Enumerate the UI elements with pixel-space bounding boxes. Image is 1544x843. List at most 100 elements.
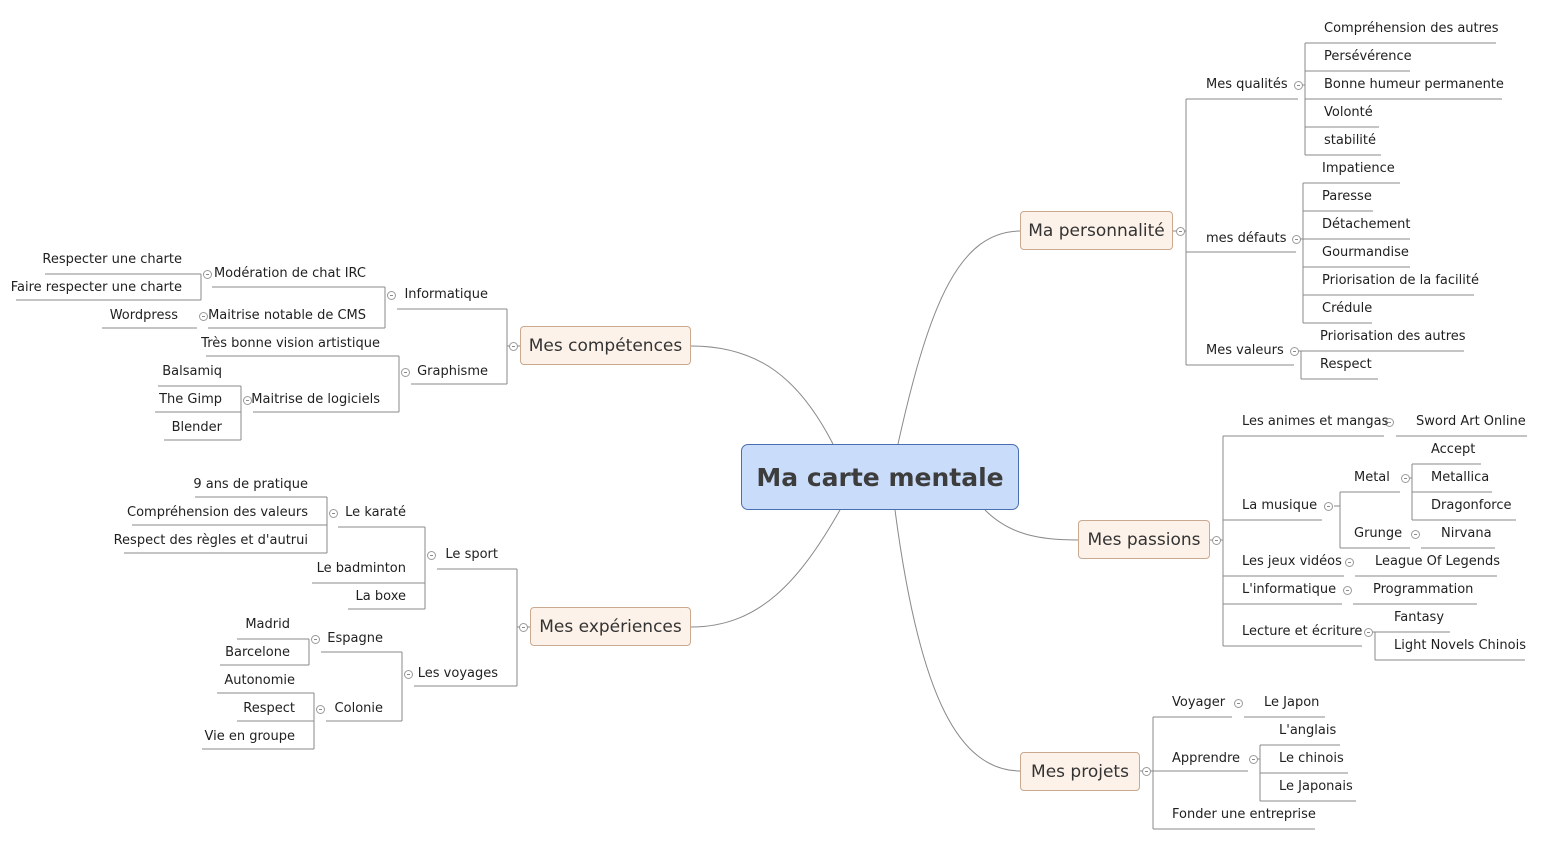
- subtopic-la-boxe[interactable]: La boxe: [355, 589, 406, 604]
- leaf-jeu[interactable]: League Of Legends: [1375, 554, 1501, 569]
- collapse-toggle-icon[interactable]: [1176, 227, 1185, 236]
- leaf-qualite[interactable]: Compréhension des autres: [1324, 21, 1499, 36]
- collapse-toggle-icon[interactable]: [1234, 699, 1243, 708]
- subtopic-apprendre[interactable]: Apprendre: [1172, 751, 1241, 766]
- leaf-logiciel[interactable]: Balsamiq: [162, 364, 222, 379]
- leaf-metal-band[interactable]: Accept: [1431, 442, 1476, 457]
- leaf-grunge-band[interactable]: Nirvana: [1441, 526, 1492, 541]
- collapse-toggle-icon[interactable]: [243, 396, 252, 405]
- collapse-toggle-icon[interactable]: [387, 291, 396, 300]
- collapse-toggle-icon[interactable]: [316, 705, 325, 714]
- subtopic-metal[interactable]: Metal: [1354, 470, 1390, 485]
- collapse-toggle-icon[interactable]: [509, 342, 518, 351]
- topic-ma-personnalite[interactable]: Ma personnalité: [1020, 211, 1173, 250]
- subtopic-mes-defauts[interactable]: mes défauts: [1206, 231, 1287, 246]
- leaf-colonie[interactable]: Autonomie: [224, 673, 295, 688]
- leaf-logiciel[interactable]: The Gimp: [159, 392, 222, 407]
- leaf-defaut[interactable]: Impatience: [1322, 161, 1395, 176]
- collapse-toggle-icon[interactable]: [1294, 81, 1303, 90]
- subtopic-lecture-ecriture[interactable]: Lecture et écriture: [1242, 624, 1363, 639]
- subtopic-maitrise-logiciels[interactable]: Maitrise de logiciels: [251, 392, 380, 407]
- connector-center-experiences: [690, 509, 841, 628]
- leaf-valeur[interactable]: Priorisation des autres: [1320, 329, 1466, 344]
- subtopic-informatique[interactable]: L'informatique: [1242, 582, 1337, 597]
- subtopic-voyager[interactable]: Voyager: [1172, 695, 1226, 710]
- collapse-toggle-icon[interactable]: [401, 368, 410, 377]
- collapse-toggle-icon[interactable]: [203, 270, 212, 279]
- leaf-espagne[interactable]: Barcelone: [225, 645, 290, 660]
- leaf-metal-band[interactable]: Dragonforce: [1431, 498, 1512, 513]
- subtopic-mes-qualites[interactable]: Mes qualités: [1206, 77, 1288, 92]
- leaf-informatique[interactable]: Programmation: [1373, 582, 1474, 597]
- subtopic-mes-valeurs[interactable]: Mes valeurs: [1206, 343, 1284, 358]
- leaf-defaut[interactable]: Paresse: [1322, 189, 1372, 204]
- subtopic-le-sport[interactable]: Le sport: [445, 547, 498, 562]
- subtopic-informatique-competence[interactable]: Informatique: [404, 287, 488, 302]
- leaf-anime[interactable]: Sword Art Online: [1416, 414, 1526, 429]
- subtopic-colonie[interactable]: Colonie: [334, 701, 383, 716]
- leaf-logiciel[interactable]: Blender: [171, 420, 222, 435]
- leaf-defaut[interactable]: Gourmandise: [1322, 245, 1409, 260]
- collapse-toggle-icon[interactable]: [427, 551, 436, 560]
- leaf-colonie[interactable]: Vie en groupe: [204, 729, 295, 744]
- leaf-karate[interactable]: Compréhension des valeurs: [127, 505, 308, 520]
- collapse-toggle-icon[interactable]: [1343, 586, 1352, 595]
- leaf-moderation[interactable]: Respecter une charte: [42, 252, 182, 267]
- leaf-colonie[interactable]: Respect: [243, 701, 295, 716]
- central-topic[interactable]: Ma carte mentale: [741, 444, 1019, 510]
- topic-mes-projets[interactable]: Mes projets: [1020, 752, 1140, 791]
- subtopic-moderation-irc[interactable]: Modération de chat IRC: [213, 266, 366, 281]
- leaf-cms[interactable]: Wordpress: [109, 308, 178, 323]
- leaf-qualite[interactable]: Volonté: [1324, 105, 1373, 120]
- topic-mes-passions[interactable]: Mes passions: [1078, 520, 1210, 559]
- subtopic-maitrise-cms[interactable]: Maitrise notable de CMS: [208, 308, 366, 323]
- leaf-lecture[interactable]: Fantasy: [1394, 610, 1445, 625]
- leaf-karate[interactable]: Respect des règles et d'autrui: [113, 533, 308, 548]
- leaf-langue[interactable]: Le chinois: [1279, 751, 1344, 766]
- collapse-toggle-icon[interactable]: [1345, 558, 1354, 567]
- leaf-valeur[interactable]: Respect: [1320, 357, 1372, 372]
- collapse-toggle-icon[interactable]: [1364, 628, 1373, 637]
- subtopic-les-voyages[interactable]: Les voyages: [417, 666, 498, 681]
- subtopic-le-badminton[interactable]: Le badminton: [316, 561, 406, 576]
- subtopic-animes-mangas[interactable]: Les animes et mangas: [1242, 414, 1389, 429]
- leaf-karate[interactable]: 9 ans de pratique: [193, 477, 308, 492]
- collapse-toggle-icon[interactable]: [311, 635, 320, 644]
- collapse-toggle-icon[interactable]: [199, 312, 208, 321]
- leaf-vision-artistique[interactable]: Très bonne vision artistique: [201, 336, 380, 351]
- collapse-toggle-icon[interactable]: [329, 509, 338, 518]
- leaf-espagne[interactable]: Madrid: [245, 617, 290, 632]
- leaf-voyage[interactable]: Le Japon: [1264, 695, 1320, 710]
- subtopic-le-karate[interactable]: Le karaté: [345, 505, 406, 520]
- collapse-toggle-icon[interactable]: [1411, 530, 1420, 539]
- collapse-toggle-icon[interactable]: [1385, 418, 1394, 427]
- leaf-defaut[interactable]: Priorisation de la facilité: [1322, 273, 1479, 288]
- leaf-lecture[interactable]: Light Novels Chinois: [1394, 638, 1526, 653]
- collapse-toggle-icon[interactable]: [404, 670, 413, 679]
- collapse-toggle-icon[interactable]: [1401, 474, 1410, 483]
- collapse-toggle-icon[interactable]: [1324, 502, 1333, 511]
- subtopic-fonder-entreprise[interactable]: Fonder une entreprise: [1172, 807, 1316, 822]
- leaf-defaut[interactable]: Crédule: [1322, 301, 1373, 316]
- leaf-qualite[interactable]: Bonne humeur permanente: [1324, 77, 1504, 92]
- subtopic-la-musique[interactable]: La musique: [1242, 498, 1318, 513]
- collapse-toggle-icon[interactable]: [519, 623, 528, 632]
- topic-mes-experiences[interactable]: Mes expériences: [530, 607, 691, 646]
- leaf-metal-band[interactable]: Metallica: [1431, 470, 1490, 485]
- leaf-langue[interactable]: Le Japonais: [1279, 779, 1353, 794]
- subtopic-graphisme[interactable]: Graphisme: [417, 364, 488, 379]
- collapse-toggle-icon[interactable]: [1212, 536, 1221, 545]
- collapse-toggle-icon[interactable]: [1249, 755, 1258, 764]
- collapse-toggle-icon[interactable]: [1292, 235, 1301, 244]
- subtopic-espagne[interactable]: Espagne: [327, 631, 383, 646]
- leaf-langue[interactable]: L'anglais: [1279, 723, 1337, 738]
- subtopic-grunge[interactable]: Grunge: [1354, 526, 1403, 541]
- topic-mes-competences[interactable]: Mes compétences: [520, 326, 691, 365]
- leaf-defaut[interactable]: Détachement: [1322, 217, 1411, 232]
- leaf-qualite[interactable]: stabilité: [1324, 133, 1377, 148]
- leaf-moderation[interactable]: Faire respecter une charte: [10, 280, 182, 295]
- collapse-toggle-icon[interactable]: [1290, 347, 1299, 356]
- subtopic-jeux-videos[interactable]: Les jeux vidéos: [1242, 554, 1342, 569]
- leaf-qualite[interactable]: Persévérence: [1324, 49, 1412, 64]
- collapse-toggle-icon[interactable]: [1142, 767, 1151, 776]
